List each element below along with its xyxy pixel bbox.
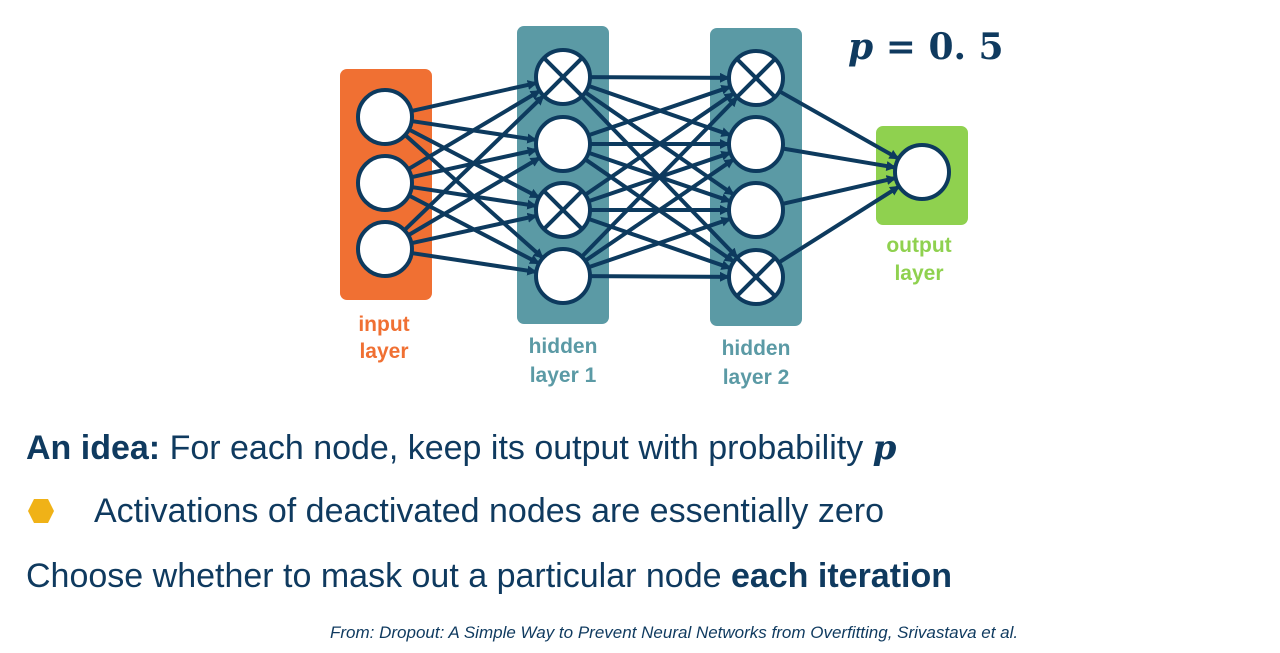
edge-hidden1-2-to-hidden2-0 xyxy=(584,92,735,197)
probability-variable: p xyxy=(848,26,874,68)
edge-input-2-to-hidden1-2 xyxy=(410,212,538,246)
output-label-line-2: layer xyxy=(894,262,943,285)
idea-heading: An idea: xyxy=(26,429,161,467)
edge-input-2-to-hidden1-0 xyxy=(403,95,545,232)
hidden2-node-3 xyxy=(727,181,785,239)
edge-input-2-to-hidden1-3 xyxy=(411,251,538,276)
edge-input-2-to-hidden1-1 xyxy=(407,156,541,238)
output-node-1 xyxy=(893,143,951,201)
edge-hidden1-3-to-hidden2-0 xyxy=(580,96,738,259)
edge-hidden1-3-to-hidden2-1 xyxy=(584,158,735,263)
edge-hidden1-0-to-hidden2-0 xyxy=(589,72,731,83)
edge-hidden2-2-to-output-0 xyxy=(781,175,897,206)
hidden2-label-line-1: hidden xyxy=(722,337,791,360)
equals-sign: = xyxy=(885,26,916,68)
input-label-line-2: layer xyxy=(359,340,408,363)
hidden1-node-2 xyxy=(534,115,592,173)
dropout-probability-label: p = 0. 5 xyxy=(848,26,1004,68)
edge-hidden1-3-to-hidden2-3 xyxy=(589,271,731,282)
edge-hidden1-1-to-hidden2-0 xyxy=(587,84,732,138)
bullet-text: Activations of deactivated nodes are ess… xyxy=(94,492,885,530)
dropout-cross-icon xyxy=(542,56,584,98)
edge-hidden1-3-to-hidden2-2 xyxy=(587,216,732,270)
edge-hidden2-3-to-output-0 xyxy=(777,185,901,265)
probability-value: 0. 5 xyxy=(928,26,1004,68)
edge-input-0-to-hidden1-0 xyxy=(410,80,538,114)
dropout-cross-icon xyxy=(735,256,777,298)
mask-text: Choose whether to mask out a particular … xyxy=(26,557,731,595)
output-label-line-1: output xyxy=(886,234,951,257)
edge-hidden2-1-to-output-0 xyxy=(782,146,897,171)
hexagon-bullet-icon xyxy=(28,499,54,523)
hidden2-label-line-2: layer 2 xyxy=(723,366,790,389)
idea-line: An idea: For each node, keep its output … xyxy=(26,428,896,468)
dropout-network-diagram: input layer hidden layer 1 hidden layer 2 outp… xyxy=(340,26,968,389)
edge-input-1-to-hidden1-0 xyxy=(407,89,541,171)
hidden1-label-line-2: layer 1 xyxy=(530,364,597,387)
dropout-cross-icon xyxy=(542,189,584,231)
input-node-2 xyxy=(356,154,414,212)
edge-hidden2-0-to-output-0 xyxy=(778,89,900,160)
hidden1-label-line-1: hidden xyxy=(529,335,598,358)
idea-text: For each node, keep its output with prob… xyxy=(160,429,873,467)
mask-line: Choose whether to mask out a particular … xyxy=(26,557,952,596)
hidden1-node-4 xyxy=(534,247,592,305)
input-label-line-1: input xyxy=(358,313,409,336)
dropout-cross-icon xyxy=(735,57,777,99)
idea-variable: p xyxy=(872,428,897,468)
mask-emphasis: each iteration xyxy=(730,557,953,595)
input-node-1 xyxy=(356,88,414,146)
hidden2-node-2 xyxy=(727,115,785,173)
input-node-3 xyxy=(356,220,414,278)
citation: From: Dropout: A Simple Way to Prevent N… xyxy=(330,623,1019,642)
